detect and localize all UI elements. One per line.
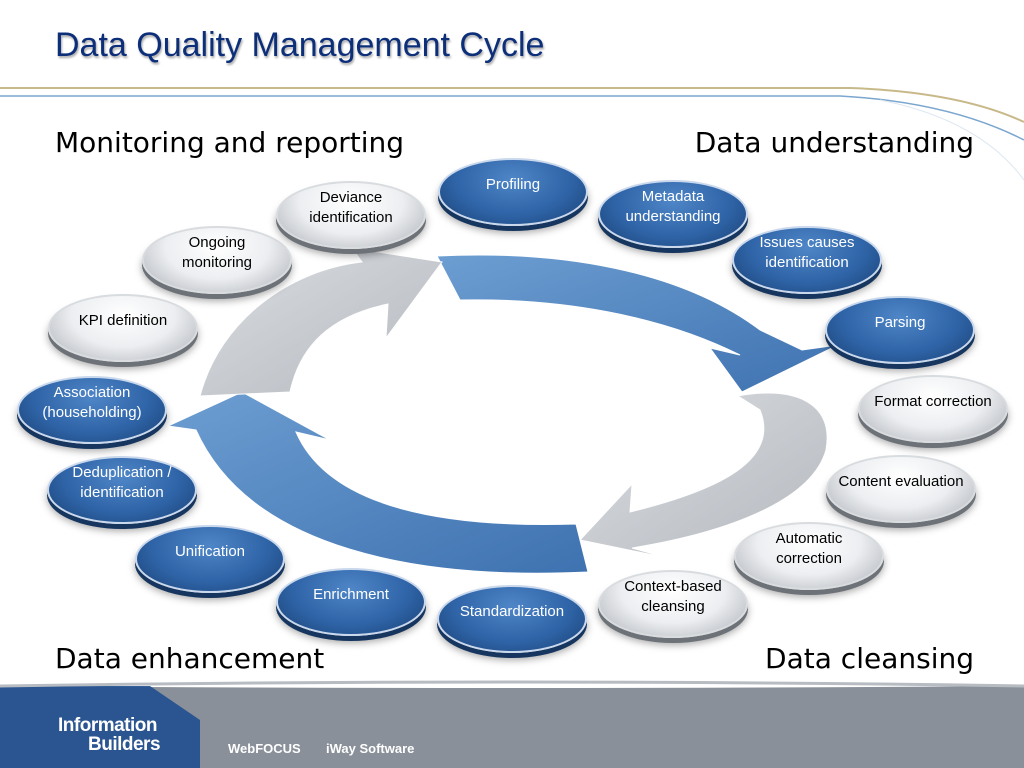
node-ongoing-monitoring: Ongoing monitoring bbox=[142, 226, 292, 294]
quadrant-monitoring-label: Monitoring and reporting bbox=[55, 126, 405, 159]
arrow-understanding bbox=[436, 254, 839, 393]
footer-accent bbox=[0, 686, 200, 768]
node-kpi-definition: KPI definition bbox=[48, 294, 198, 362]
node-unification: Unification bbox=[135, 525, 285, 593]
node-format-correction: Format correction bbox=[858, 375, 1008, 443]
header-line-blue bbox=[0, 95, 1024, 141]
node-parsing: Parsing bbox=[825, 296, 975, 364]
node-profiling: Profiling bbox=[438, 158, 588, 226]
node-association-householding: Association (householding) bbox=[17, 376, 167, 444]
node-deviance-identification: Deviance identification bbox=[276, 181, 426, 249]
node-metadata-understanding: Metadata understanding bbox=[598, 180, 748, 248]
footer-band bbox=[0, 686, 1024, 768]
quadrant-cleansing-label: Data cleansing bbox=[765, 642, 974, 675]
logo-line-1: Information bbox=[58, 715, 158, 736]
arrow-cleansing bbox=[579, 392, 828, 559]
node-context-based-cleansing: Context-based cleansing bbox=[598, 570, 748, 638]
node-automatic-correction: Automatic correction bbox=[734, 522, 884, 590]
footer-highlight bbox=[0, 680, 1024, 688]
footer-product-webfocus: WebFOCUS bbox=[228, 741, 301, 756]
node-content-evaluation: Content evaluation bbox=[826, 455, 976, 523]
arrow-enhancement bbox=[166, 391, 589, 574]
node-deduplication-identification: Deduplication / identification bbox=[47, 456, 197, 524]
header-line-gold bbox=[0, 87, 1024, 123]
node-enrichment: Enrichment bbox=[276, 568, 426, 636]
footer-product-iway: iWay Software bbox=[326, 741, 415, 756]
node-issues-causes-identification: Issues causes identification bbox=[732, 226, 882, 294]
information-builders-logo: Information Builders bbox=[58, 715, 161, 755]
logo-line-2: Builders bbox=[88, 734, 161, 755]
quadrant-enhancement-label: Data enhancement bbox=[55, 642, 325, 675]
quadrant-understanding-label: Data understanding bbox=[694, 126, 974, 159]
node-standardization: Standardization bbox=[437, 585, 587, 653]
header-line-light bbox=[879, 99, 1024, 181]
page-title: Data Quality Management Cycle bbox=[55, 26, 545, 64]
